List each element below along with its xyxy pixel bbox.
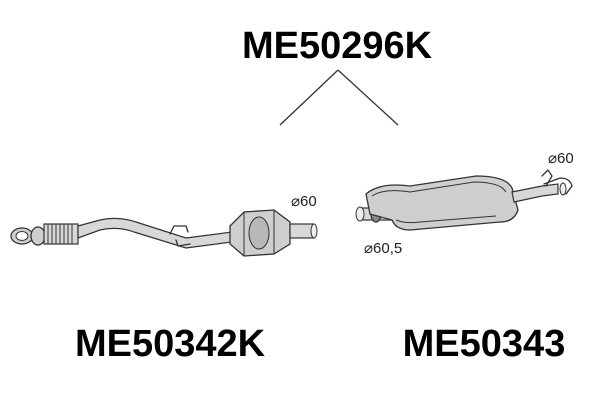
part-code-front-pipe: ME50342K [75,323,266,365]
front-pipe [77,217,233,249]
inlet-flange [10,226,46,246]
outlet-pipe [289,223,318,239]
front-pipe-diameter-label: ⌀60 [291,193,317,210]
catalytic-converter [229,209,291,257]
silencer-tail-pipe [511,169,573,203]
part-code-rear-silencer: ME50343 [403,323,566,365]
kit-code-title: ME50296K [242,25,433,67]
pipe-hanger [169,225,191,247]
rear-silencer [355,169,573,231]
kit-bracket [279,69,399,126]
silencer-inlet-diameter-label: ⌀60,5 [364,240,402,257]
flex-section [43,223,79,245]
silencer-outlet-diameter-label: ⌀60 [548,150,574,167]
silencer-body [365,175,519,231]
front-pipe-with-catalyst [10,209,318,257]
